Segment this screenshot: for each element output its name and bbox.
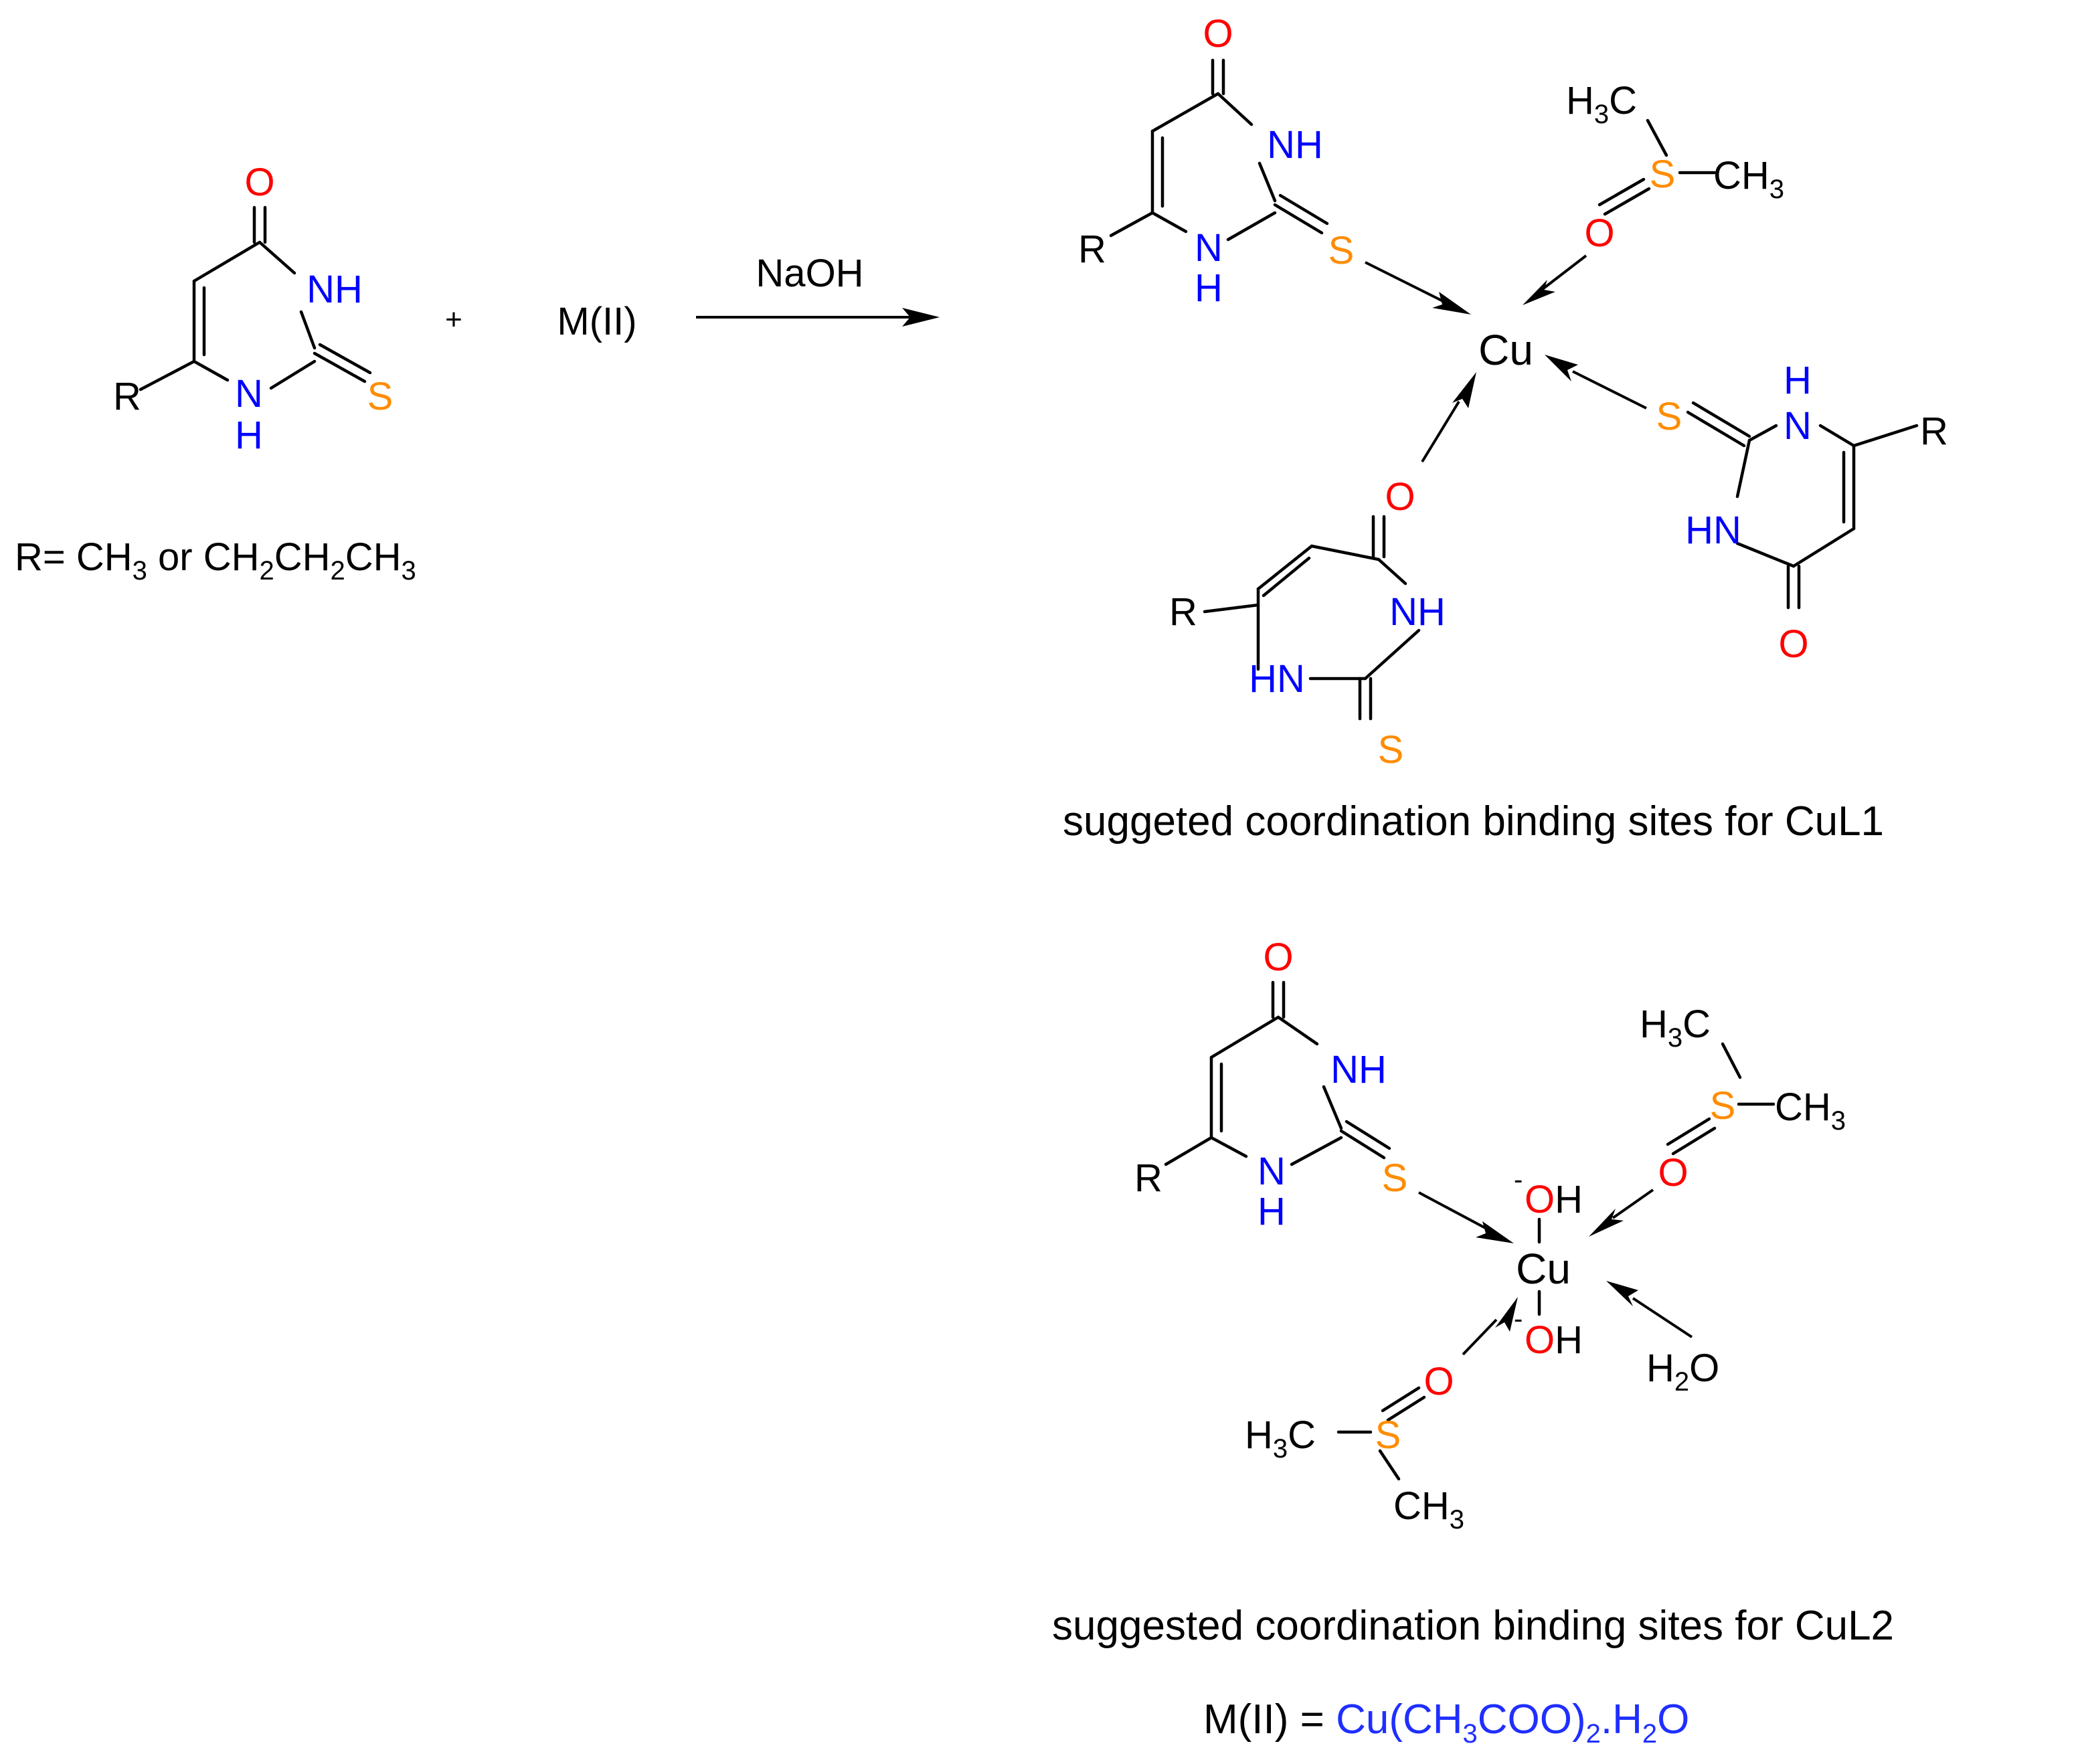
cul2-dmso-bottom: H3C S O CH3 bbox=[1245, 1360, 1464, 1534]
cul1-c-nh: NH bbox=[1389, 590, 1446, 634]
cul2-dmso-top-oxygen: O bbox=[1658, 1151, 1688, 1195]
cul1-a-oxygen: O bbox=[1203, 12, 1233, 56]
cul1-b-oxygen: O bbox=[1778, 622, 1808, 666]
cul2-hydroxide-top: - OH bbox=[1514, 1165, 1583, 1244]
reactant-n: N bbox=[235, 372, 263, 416]
reactant-r-group: R bbox=[113, 375, 141, 418]
cul1-arrow-o-c-to-cu bbox=[1421, 372, 1476, 463]
cul2-dmso-top-ch3: CH3 bbox=[1775, 1085, 1846, 1136]
cul1-copper: Cu bbox=[1478, 326, 1533, 374]
cul1-complex: Cu O NH N H S R bbox=[1063, 12, 1948, 845]
metal-definition: M(II) = Cu(CH3COO)2.H2O bbox=[1203, 1696, 1689, 1749]
reaction-arrow bbox=[696, 308, 940, 327]
cul1-ligand-b: H N S HN O R bbox=[1656, 359, 1948, 666]
cul1-dmso: H3C S O CH3 bbox=[1566, 79, 1784, 255]
cul2-complex: Cu O NH N H S R - bbox=[1052, 936, 1894, 1649]
cul2-arrow-dmso-bottom-to-cu bbox=[1462, 1297, 1518, 1356]
cul1-a-nh: NH bbox=[1267, 123, 1323, 167]
cul1-b-r-group: R bbox=[1920, 410, 1948, 453]
reactant-ligand: O NH N H S R bbox=[113, 161, 393, 457]
cul1-a-r-group: R bbox=[1078, 228, 1106, 271]
cul2-a-n-hydrogen: H bbox=[1258, 1190, 1286, 1233]
cul2-hydroxide-bottom-charge: - bbox=[1514, 1304, 1523, 1334]
cul1-b-hn: HN bbox=[1685, 509, 1741, 552]
cul1-b-sulfur: S bbox=[1656, 395, 1682, 438]
cul2-hydroxide-top-label: OH bbox=[1525, 1178, 1583, 1221]
cul1-dmso-ch3: CH3 bbox=[1713, 154, 1784, 204]
cul1-dmso-sulfur: S bbox=[1650, 153, 1676, 196]
cul1-arrow-s-b-to-cu bbox=[1545, 355, 1647, 410]
plus-sign: + bbox=[445, 303, 462, 336]
cul2-arrow-water-to-cu bbox=[1606, 1281, 1693, 1338]
cul2-hydroxide-top-charge: - bbox=[1514, 1165, 1523, 1195]
cul2-dmso-bottom-h3c: H3C bbox=[1245, 1413, 1316, 1464]
cul1-ligand-a: O NH N H S R bbox=[1078, 12, 1354, 310]
cul1-caption: suggeted coordination binding sites for … bbox=[1063, 798, 1884, 845]
cul1-c-hn: HN bbox=[1249, 657, 1305, 701]
reactant-nh-top: NH bbox=[307, 268, 363, 311]
cul1-c-sulfur: S bbox=[1378, 728, 1404, 772]
cul1-b-n-hydrogen: H bbox=[1784, 359, 1812, 402]
cul2-a-sulfur: S bbox=[1382, 1156, 1408, 1200]
reactant-n-hydrogen: H bbox=[235, 414, 263, 457]
cul2-a-r-group: R bbox=[1134, 1156, 1162, 1200]
r-group-definition: R= CH3 or CH2CH2CH3 bbox=[15, 535, 416, 586]
cul1-dmso-h3c: H3C bbox=[1566, 79, 1637, 129]
reactant-oxygen: O bbox=[244, 161, 274, 204]
metal-reagent: M(II) bbox=[557, 300, 636, 343]
cul1-a-n-hydrogen: H bbox=[1195, 266, 1223, 310]
cul1-arrow-s-to-cu bbox=[1365, 261, 1471, 315]
cul2-dmso-bottom-sulfur: S bbox=[1375, 1413, 1401, 1457]
cul1-a-n: N bbox=[1195, 226, 1223, 270]
cul2-dmso-bottom-ch3: CH3 bbox=[1393, 1484, 1464, 1534]
cul2-ligand-a: O NH N H S R bbox=[1134, 936, 1407, 1233]
cul2-a-nh: NH bbox=[1330, 1048, 1387, 1091]
cul1-c-oxygen: O bbox=[1385, 475, 1415, 519]
cul2-water: H2O bbox=[1646, 1346, 1719, 1397]
reaction-condition: NaOH bbox=[756, 252, 863, 295]
cul2-hydroxide-bottom: - OH bbox=[1514, 1290, 1583, 1362]
cul1-b-n: N bbox=[1784, 404, 1812, 448]
cul2-hydroxide-bottom-label: OH bbox=[1525, 1318, 1583, 1362]
cul2-a-n: N bbox=[1258, 1150, 1286, 1193]
cul2-a-oxygen: O bbox=[1263, 936, 1293, 979]
cul2-arrow-s-to-cu bbox=[1418, 1191, 1514, 1243]
cul1-arrow-o-to-cu bbox=[1523, 254, 1587, 305]
cul1-ligand-c: O R NH HN S bbox=[1169, 475, 1446, 772]
cul2-dmso-top-sulfur: S bbox=[1710, 1084, 1736, 1128]
cul1-a-sulfur: S bbox=[1328, 229, 1355, 272]
cul2-copper: Cu bbox=[1516, 1245, 1571, 1293]
cul2-caption: suggested coordination binding sites for… bbox=[1052, 1603, 1894, 1649]
cul2-water-label: H2O bbox=[1646, 1346, 1719, 1397]
cul2-dmso-top: H3C S O CH3 bbox=[1640, 1002, 1846, 1195]
cul1-dmso-oxygen: O bbox=[1584, 211, 1614, 255]
cul1-c-r-group: R bbox=[1169, 590, 1197, 634]
cul2-arrow-dmso-top-to-cu bbox=[1589, 1188, 1654, 1237]
reactant-sulfur: S bbox=[367, 375, 394, 418]
cul2-dmso-top-h3c: H3C bbox=[1640, 1002, 1711, 1053]
cul2-dmso-bottom-oxygen: O bbox=[1423, 1360, 1454, 1403]
